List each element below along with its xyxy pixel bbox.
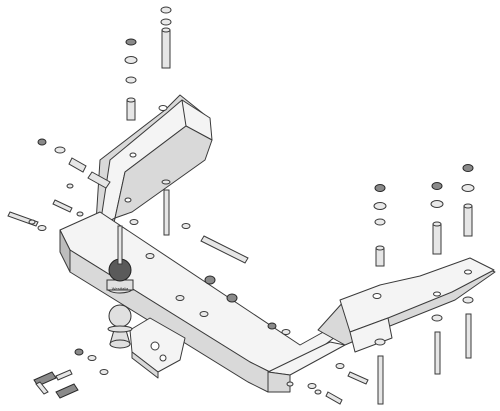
washer bbox=[462, 296, 474, 304]
ball-label: Westfalia bbox=[112, 286, 129, 291]
fastener-stack-right bbox=[373, 164, 475, 267]
washer bbox=[375, 245, 385, 251]
washer bbox=[431, 314, 443, 322]
washer bbox=[129, 219, 139, 225]
bolt bbox=[52, 199, 73, 213]
washer bbox=[145, 253, 155, 259]
vertical-bolt bbox=[163, 189, 170, 236]
bolt bbox=[347, 371, 369, 385]
ball-bolt bbox=[117, 225, 123, 265]
washer bbox=[281, 329, 291, 335]
spacer-sleeve bbox=[87, 171, 111, 189]
washer bbox=[181, 223, 191, 229]
washer bbox=[160, 6, 172, 14]
bracket-hole bbox=[158, 105, 168, 111]
washer bbox=[160, 18, 172, 26]
nut bbox=[431, 182, 443, 190]
nut bbox=[462, 164, 474, 172]
spacer-sleeve bbox=[432, 223, 442, 255]
vertical-bolt bbox=[465, 313, 472, 359]
spacer-sleeve bbox=[161, 29, 171, 69]
right-mounting-bracket bbox=[317, 257, 496, 353]
nut bbox=[74, 348, 84, 356]
washer bbox=[335, 363, 345, 369]
washer bbox=[66, 183, 74, 189]
washer bbox=[307, 383, 317, 389]
left-mounting-bracket bbox=[94, 94, 213, 239]
fastener-stack-top bbox=[124, 6, 172, 121]
washer bbox=[430, 200, 444, 208]
washer bbox=[161, 27, 171, 33]
washer bbox=[76, 211, 84, 217]
socket-hole bbox=[159, 354, 167, 362]
nut bbox=[374, 184, 386, 192]
bracket-hole bbox=[129, 152, 137, 158]
nut bbox=[267, 322, 277, 330]
washer bbox=[54, 146, 66, 154]
bolt bbox=[55, 383, 79, 399]
socket-hole bbox=[150, 341, 160, 351]
vertical-bolt bbox=[434, 331, 441, 375]
nut bbox=[125, 38, 137, 46]
washer bbox=[374, 218, 386, 226]
tow-ball-mount: Westfalia bbox=[106, 225, 186, 379]
fastener-stack-left bbox=[7, 138, 111, 231]
nut bbox=[37, 138, 47, 146]
washer bbox=[124, 56, 138, 64]
washer bbox=[87, 355, 97, 361]
spacer-sleeve bbox=[375, 247, 385, 267]
spacer-sleeve bbox=[463, 205, 473, 237]
washer bbox=[99, 369, 109, 375]
bolt bbox=[325, 391, 343, 405]
washer bbox=[373, 202, 387, 210]
vertical-bolt bbox=[377, 355, 384, 405]
bracket-hole bbox=[372, 293, 382, 299]
washer bbox=[126, 97, 136, 103]
washer bbox=[161, 179, 171, 185]
long-bolt bbox=[200, 235, 249, 264]
washer bbox=[374, 338, 386, 346]
bracket-hole bbox=[433, 291, 441, 297]
tow-ball bbox=[108, 304, 132, 328]
bracket-hole bbox=[464, 269, 472, 275]
washer bbox=[461, 184, 475, 192]
washer bbox=[199, 311, 209, 317]
washer bbox=[463, 203, 473, 209]
washer bbox=[286, 381, 294, 387]
nut bbox=[204, 275, 216, 285]
bracket-hole bbox=[124, 197, 132, 203]
spacer-sleeve bbox=[126, 99, 136, 121]
washer bbox=[37, 225, 47, 231]
fastener-stack-center bbox=[129, 179, 291, 335]
spacer-sleeve bbox=[68, 157, 87, 173]
washer bbox=[175, 295, 185, 301]
fastener-stack-bottom-left bbox=[33, 348, 109, 399]
nut bbox=[226, 293, 238, 303]
washer bbox=[28, 219, 36, 225]
washer bbox=[432, 221, 442, 227]
washer bbox=[314, 389, 322, 395]
fastener-stack-right-lower bbox=[286, 296, 474, 405]
washer bbox=[125, 76, 137, 84]
